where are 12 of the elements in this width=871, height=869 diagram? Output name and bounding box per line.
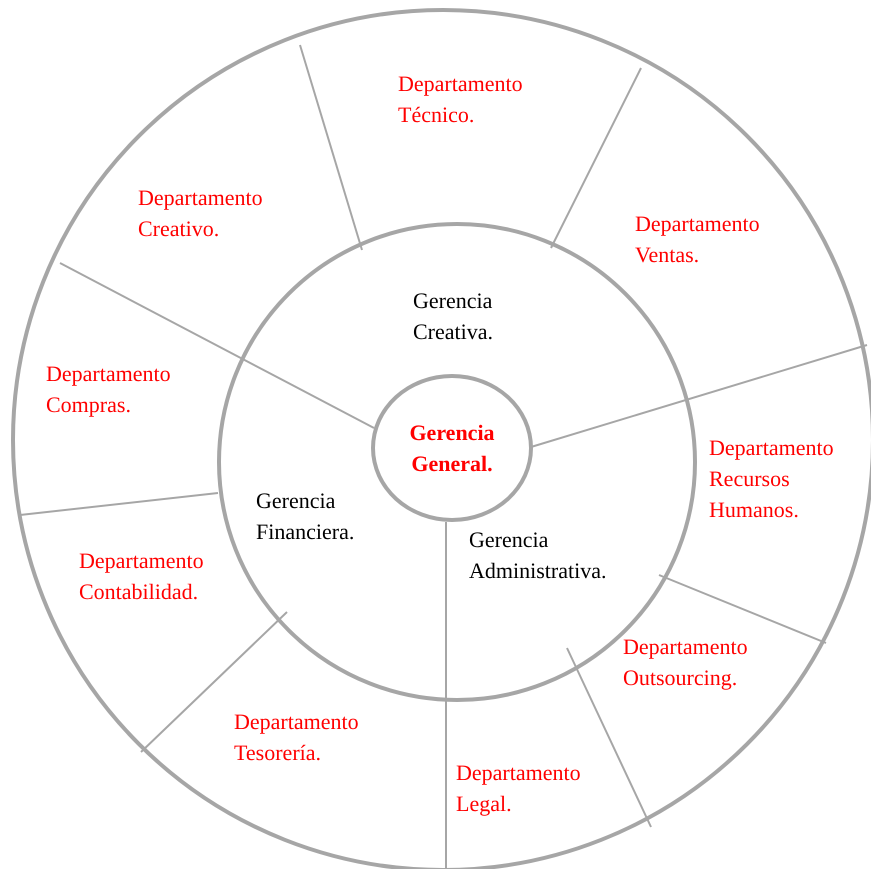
department-label: Departamento Outsourcing.: [623, 631, 793, 693]
center-circle: Gerencia General.: [371, 374, 533, 522]
department-label: Departamento Contabilidad.: [79, 545, 249, 607]
department-label: Departamento Recursos Humanos.: [709, 432, 869, 525]
department-label: Departamento Compras.: [46, 358, 216, 420]
department-label: Departamento Legal.: [456, 757, 626, 819]
department-label: Departamento Ventas.: [635, 208, 805, 270]
management-label: Gerencia Administrativa.: [469, 524, 639, 586]
management-label: Gerencia Creativa.: [413, 285, 543, 347]
department-label: Departamento Creativo.: [138, 182, 308, 244]
department-label: Departamento Técnico.: [398, 68, 568, 130]
department-label: Departamento Tesorería.: [234, 706, 404, 768]
